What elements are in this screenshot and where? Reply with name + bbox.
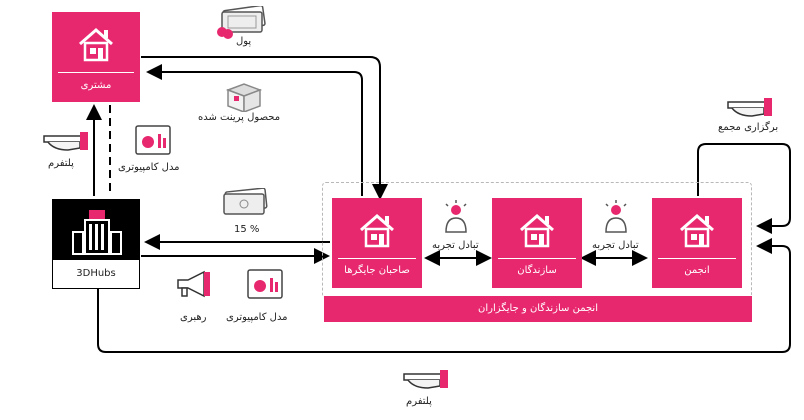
printed-product-label: محصول پرینت شده bbox=[198, 112, 281, 123]
document-chart-icon bbox=[135, 125, 171, 155]
computer-model-bottom-label: مدل کامپیوتری bbox=[226, 312, 288, 323]
makers-label: سازندگان bbox=[517, 265, 557, 276]
house-icon bbox=[520, 214, 554, 248]
community-label: انجمن bbox=[684, 265, 710, 276]
platform-left-label: پلتفرم bbox=[48, 158, 74, 169]
idea-person-icon bbox=[605, 200, 627, 233]
house-icon bbox=[680, 214, 714, 248]
money-label: پول bbox=[236, 36, 252, 47]
money-flow-line bbox=[141, 56, 388, 200]
node-separator bbox=[658, 258, 736, 259]
exchange-label-2: تبادل تجربه bbox=[592, 240, 639, 251]
hand-platform-icon bbox=[43, 132, 88, 151]
house-icon bbox=[360, 214, 394, 248]
platform-bottom-line bbox=[97, 238, 791, 353]
event-flow-line bbox=[697, 143, 791, 234]
community-band: انجمن سازندگان و جایگزاران bbox=[324, 296, 752, 322]
node-separator bbox=[338, 258, 416, 259]
box-icon bbox=[225, 83, 263, 112]
house-icon bbox=[79, 28, 113, 62]
hub-owners-node: صاحبان جایگرها bbox=[332, 198, 422, 288]
idea-person-icon bbox=[445, 200, 467, 233]
hubs-label: 3DHubs bbox=[53, 260, 139, 288]
percent-label: 15 % bbox=[234, 224, 260, 235]
money-icon bbox=[223, 188, 268, 215]
document-chart-icon bbox=[247, 269, 283, 299]
platform-bottom-label: پلتفرم bbox=[406, 396, 432, 407]
hold-event-label: برگزاری مجمع bbox=[718, 122, 779, 133]
makers-node: سازندگان bbox=[492, 198, 582, 288]
hub-owners-label: صاحبان جایگرها bbox=[344, 265, 410, 276]
community-node: انجمن bbox=[652, 198, 742, 288]
building-icon bbox=[72, 210, 122, 255]
hand-platform-icon bbox=[727, 98, 772, 117]
money-icon bbox=[217, 6, 266, 39]
guidance-label: رهبری bbox=[180, 312, 207, 323]
customer-label: مشتری bbox=[80, 80, 112, 91]
exchange-label-1: تبادل تجربه bbox=[432, 240, 479, 251]
computer-model-left-label: مدل کامپیوتری bbox=[118, 162, 180, 173]
node-separator bbox=[498, 258, 576, 259]
hand-platform-icon bbox=[403, 370, 448, 389]
hubs-node: 3DHubs bbox=[52, 199, 140, 289]
product-flow-line bbox=[146, 64, 363, 196]
megaphone-icon bbox=[177, 270, 210, 298]
customer-node: مشتری bbox=[52, 12, 140, 102]
node-separator bbox=[58, 72, 134, 73]
